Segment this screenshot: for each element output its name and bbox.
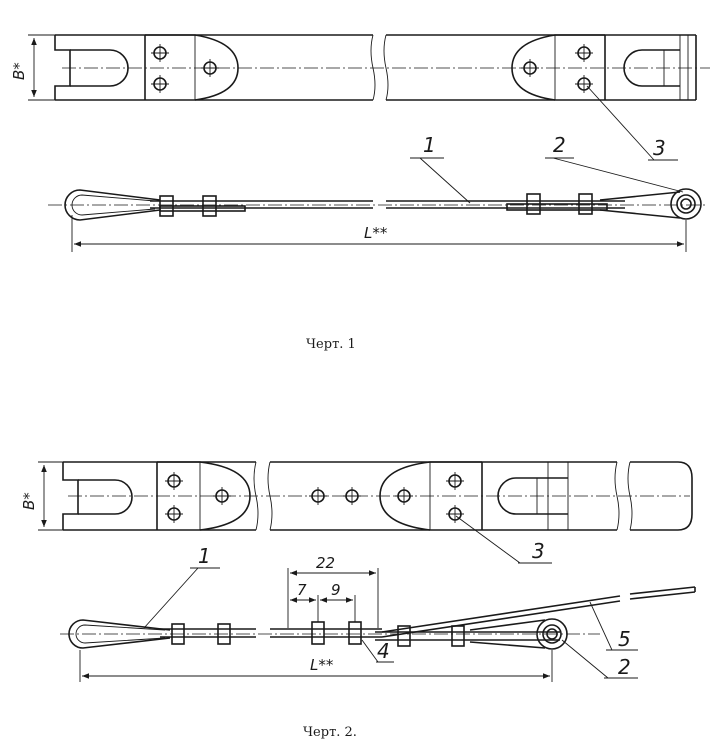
fig1-callout-leaders bbox=[410, 85, 684, 204]
fig2-callout-1: 1 bbox=[198, 544, 211, 568]
fig1-rivet bbox=[151, 44, 219, 93]
figure-2: B* bbox=[20, 461, 696, 740]
fig2-dim-7: 7 bbox=[297, 581, 307, 599]
fig1-callout-2: 2 bbox=[553, 133, 566, 157]
fig2-callout-leaders bbox=[143, 515, 638, 679]
fig2-plan-view bbox=[38, 461, 693, 531]
fig1-width-label: B* bbox=[10, 62, 28, 80]
fig2-dim-9: 9 bbox=[331, 581, 341, 599]
figure-1: B* L** bbox=[10, 34, 710, 352]
fig1-rivet bbox=[521, 44, 593, 93]
fig2-rivet bbox=[165, 472, 231, 523]
fig2-dim-22: 22 bbox=[316, 554, 335, 572]
fig2-caption: Черт. 2. bbox=[303, 725, 357, 740]
fig1-length-label: L** bbox=[364, 224, 388, 242]
fig2-callout-2: 2 bbox=[618, 655, 631, 679]
fig1-callout-1: 1 bbox=[423, 133, 436, 157]
fig1-side-view bbox=[48, 188, 705, 252]
fig2-callout-5: 5 bbox=[618, 627, 631, 651]
fig2-length-label: L** bbox=[310, 656, 334, 674]
fig2-side-view bbox=[60, 568, 696, 682]
fig1-caption: Черт. 1 bbox=[306, 337, 356, 352]
fig1-plan-view bbox=[28, 34, 710, 101]
fig2-callout-4: 4 bbox=[377, 639, 390, 663]
fig2-callout-3: 3 bbox=[532, 539, 545, 563]
fig2-width-label: B* bbox=[20, 492, 38, 510]
fig1-callout-3: 3 bbox=[653, 136, 666, 160]
